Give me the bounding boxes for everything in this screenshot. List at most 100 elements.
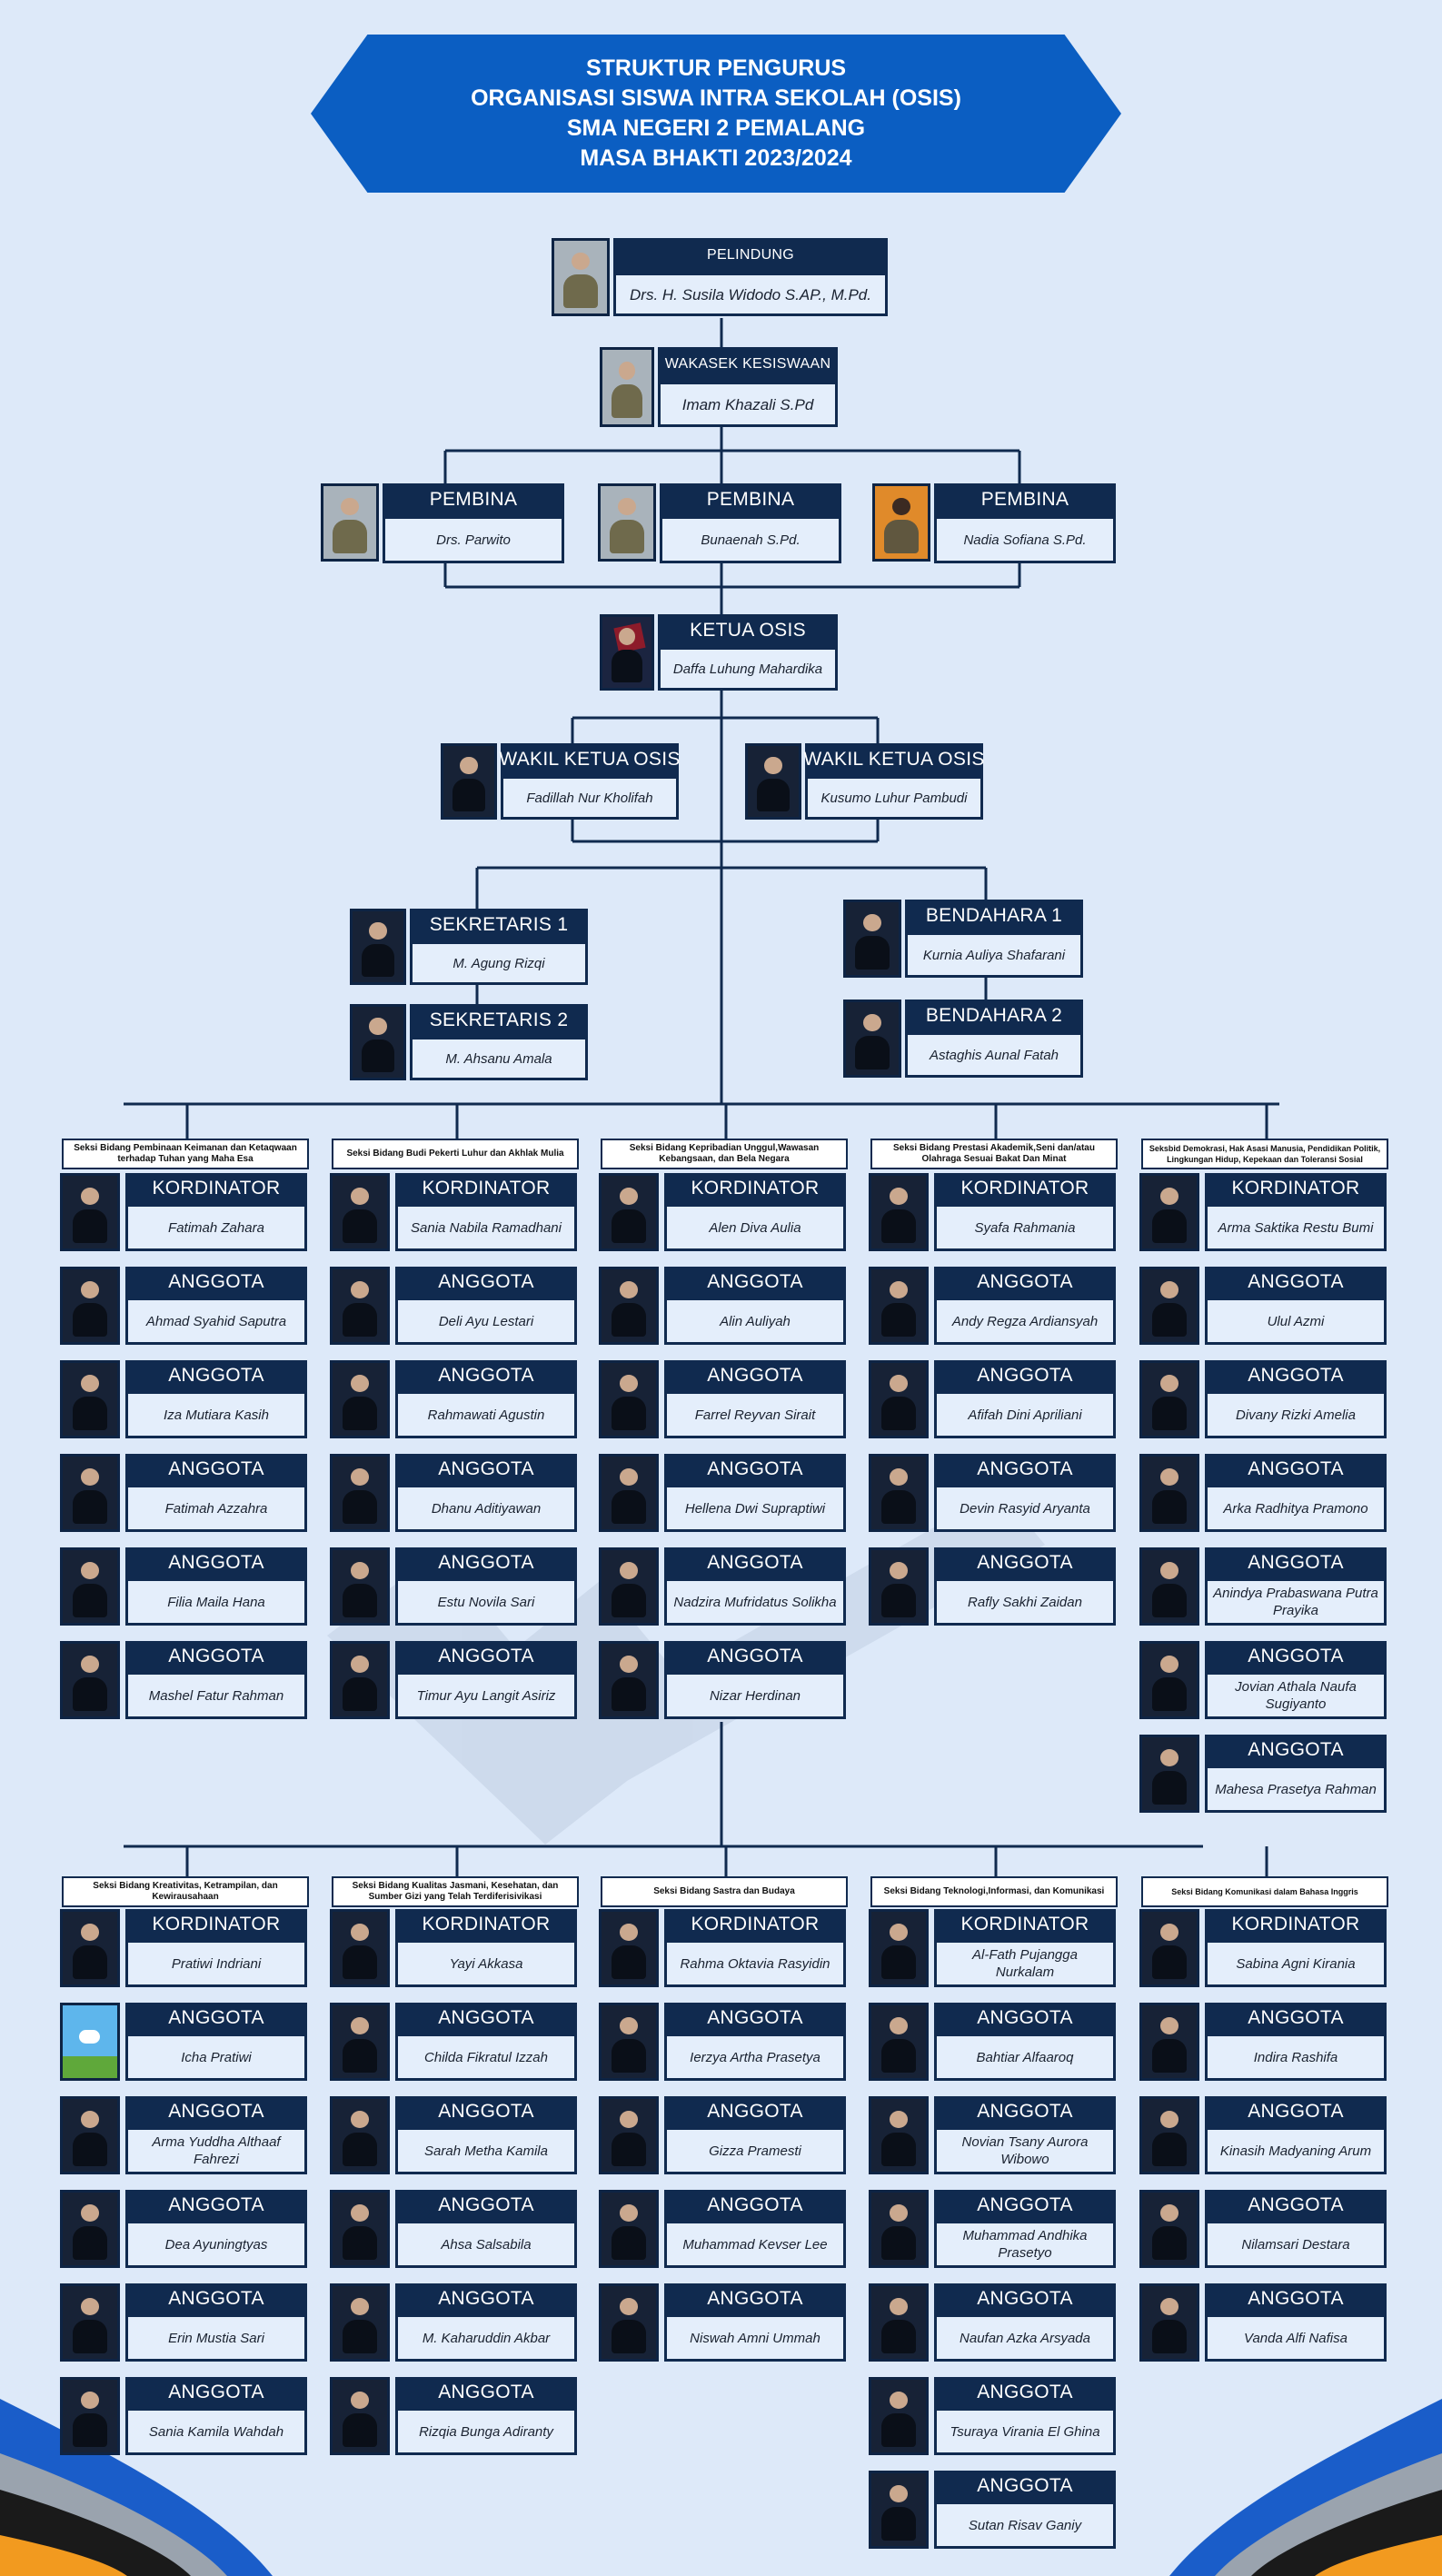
member-photo	[60, 2003, 120, 2081]
member-header: ANGGOTA	[934, 1454, 1116, 1485]
photo-head	[1159, 1187, 1179, 1205]
photo-head	[764, 757, 782, 775]
photo-body	[611, 1583, 647, 1617]
photo-head	[80, 1187, 100, 1205]
photo-body	[610, 519, 644, 553]
role-header: WAKIL KETUA OSIS	[803, 743, 984, 776]
photo-body	[1151, 2319, 1188, 2353]
coordinator-name: Arma Saktika Restu Bumi	[1205, 1204, 1387, 1251]
member-photo	[330, 2096, 390, 2174]
photo-body	[611, 1676, 647, 1711]
member-name: Anindya Prabaswana Putra Prayika	[1205, 1578, 1387, 1626]
member-name: Muhammad Andhika Prasetyo	[934, 2221, 1116, 2268]
photo-head	[350, 1923, 370, 1941]
photo-head	[350, 2297, 370, 2315]
member-photo	[552, 238, 610, 316]
member-photo	[441, 743, 497, 820]
member-header: ANGGOTA	[934, 2283, 1116, 2314]
photo-body	[342, 2319, 378, 2353]
member-header: ANGGOTA	[934, 2471, 1116, 2501]
member-photo	[869, 1547, 929, 1626]
member-photo	[330, 1173, 390, 1251]
photo-body	[611, 1396, 647, 1430]
member-name: Fatimah Azzahra	[125, 1485, 307, 1532]
member-photo	[599, 1454, 659, 1532]
member-header: ANGGOTA	[395, 2096, 577, 2127]
member-photo	[1139, 1909, 1199, 1987]
member-photo	[745, 743, 801, 820]
photo-head	[619, 2203, 639, 2222]
photo-body	[342, 1583, 378, 1617]
photo-body	[855, 935, 890, 970]
section-title: Seksi Bidang Pembinaan Keimanan dan Keta…	[62, 1139, 309, 1169]
member-header: ANGGOTA	[664, 1454, 846, 1485]
coordinator-name: Fatimah Zahara	[125, 1204, 307, 1251]
photo-head	[80, 2110, 100, 2128]
photo-head	[350, 1374, 370, 1392]
member-header: ANGGOTA	[664, 1267, 846, 1298]
member-header: ANGGOTA	[664, 2190, 846, 2221]
member-header: ANGGOTA	[1205, 1454, 1387, 1485]
member-photo	[60, 1547, 120, 1626]
member-name: Indira Rashifa	[1205, 2034, 1387, 2081]
member-name: Fadillah Nur Kholifah	[501, 776, 679, 820]
member-photo	[1139, 1360, 1199, 1438]
member-name: Sarah Metha Kamila	[395, 2127, 577, 2174]
grass-shape	[63, 2056, 117, 2078]
member-header: ANGGOTA	[934, 1547, 1116, 1578]
section-title: Seksi Bidang Sastra dan Budaya	[601, 1876, 848, 1907]
coordinator-name: Rahma Oktavia Rasyidin	[664, 1940, 846, 1987]
coordinator-name: Alen Diva Aulia	[664, 1204, 846, 1251]
cloud-shape	[79, 2030, 100, 2044]
photo-head	[889, 2391, 909, 2409]
photo-body	[880, 1489, 917, 1524]
member-photo	[872, 483, 930, 562]
member-name: Filia Maila Hana	[125, 1578, 307, 1626]
member-photo	[599, 1909, 659, 1987]
photo-head	[350, 1467, 370, 1486]
member-name: Novian Tsany Aurora Wibowo	[934, 2127, 1116, 2174]
member-photo	[1139, 2096, 1199, 2174]
member-header: ANGGOTA	[125, 1267, 307, 1298]
photo-body	[72, 1208, 108, 1243]
member-header: ANGGOTA	[395, 2003, 577, 2034]
member-photo	[330, 1909, 390, 1987]
photo-head	[889, 1374, 909, 1392]
photo-head	[889, 1923, 909, 1941]
member-photo	[60, 2283, 120, 2362]
role-header: SEKRETARIS 1	[410, 909, 588, 941]
member-photo	[598, 483, 656, 562]
photo-body	[880, 2225, 917, 2260]
corner-swoosh-right	[1169, 2399, 1442, 2576]
member-photo	[1139, 1454, 1199, 1532]
photo-head	[80, 1467, 100, 1486]
photo-body	[1151, 1489, 1188, 1524]
photo-head	[369, 922, 387, 940]
photo-head	[350, 1187, 370, 1205]
photo-body	[72, 1583, 108, 1617]
member-photo	[330, 1454, 390, 1532]
member-name: Ahmad Syahid Saputra	[125, 1298, 307, 1345]
photo-body	[880, 2132, 917, 2166]
photo-head	[1159, 1748, 1179, 1766]
member-name: Afifah Dini Apriliani	[934, 1391, 1116, 1438]
